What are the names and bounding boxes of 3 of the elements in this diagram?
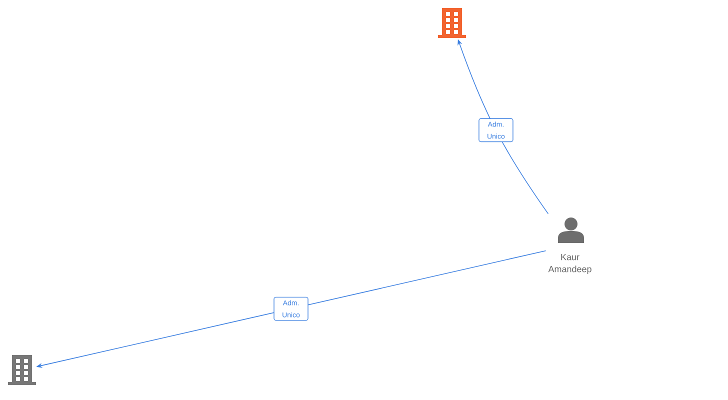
building-icon	[8, 355, 36, 385]
building-icon	[438, 8, 466, 38]
person-name: Kaur Amandeep	[548, 254, 592, 274]
